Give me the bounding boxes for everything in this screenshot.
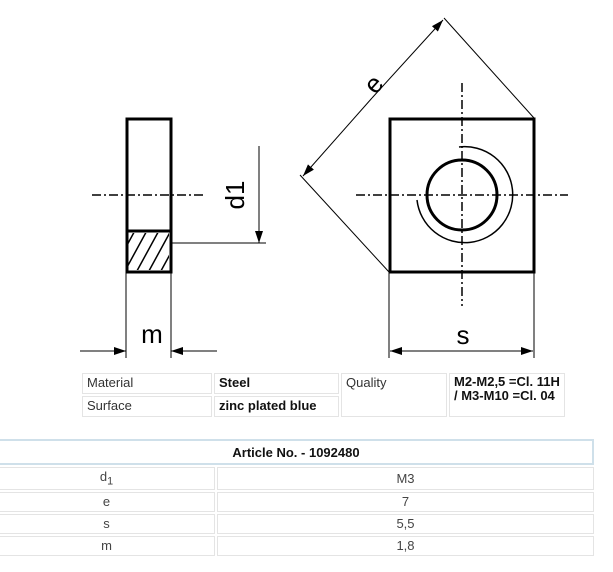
- surface-value: zinc plated blue: [214, 396, 339, 417]
- properties-table: Material Steel Quality M2-M2,5 =Cl. 11H …: [80, 371, 567, 419]
- side-view: [80, 117, 266, 358]
- surface-label: Surface: [82, 396, 212, 417]
- dimension-value: M3: [217, 467, 594, 490]
- dimension-s-label: s: [457, 320, 470, 350]
- dimension-name: s: [0, 513, 215, 534]
- dimension-m-label: m: [141, 319, 163, 349]
- quality-label: Quality: [341, 373, 447, 417]
- dimension-name: m: [0, 535, 215, 556]
- material-label: Material: [82, 373, 212, 394]
- material-value: Steel: [214, 373, 339, 394]
- quality-value: M2-M2,5 =Cl. 11H / M3-M10 =Cl. 04: [449, 373, 565, 417]
- top-view: [299, 17, 568, 358]
- dimension-name: e: [0, 491, 215, 512]
- square-nut-drawing: m d1 e s: [80, 17, 568, 358]
- dimension-d1-label: d1: [220, 181, 250, 210]
- article-header: Article No. - 1092480: [0, 439, 594, 465]
- dimension-value: 5,5: [217, 513, 594, 534]
- dimension-value: 1,8: [217, 535, 594, 556]
- dimension-name: d1: [0, 467, 215, 490]
- dimension-value: 7: [217, 491, 594, 512]
